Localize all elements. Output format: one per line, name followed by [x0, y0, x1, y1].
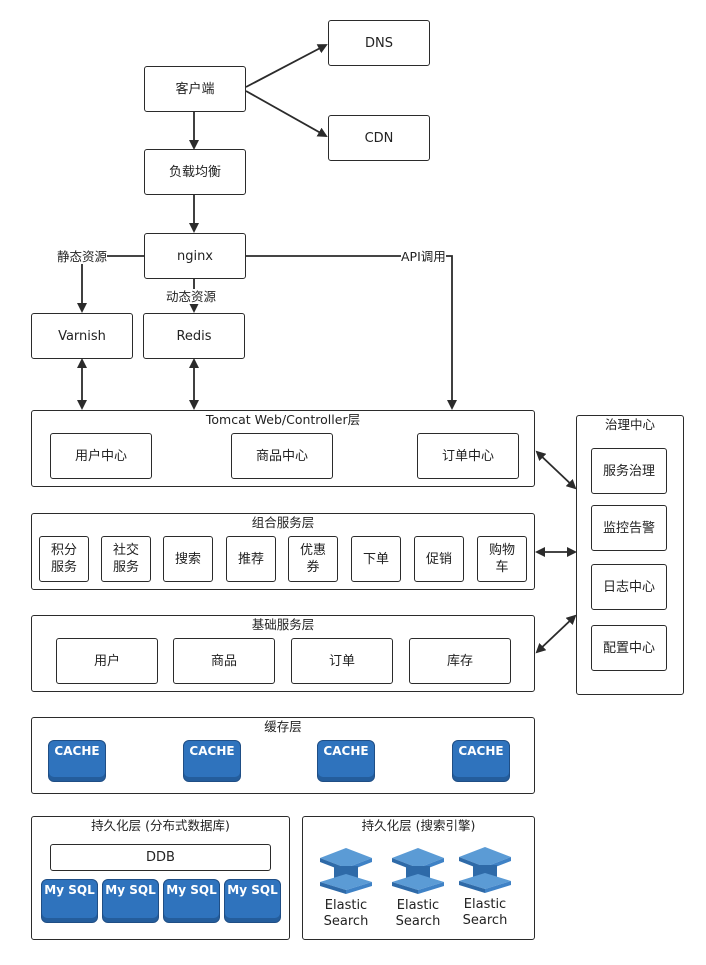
base-item-order: 订单 [291, 638, 393, 684]
cdn-node: CDN [328, 115, 430, 161]
edge-label-static: 静态资源 [57, 249, 108, 264]
combo-item: 搜索 [163, 536, 213, 582]
elasticsearch-stack-icon [392, 848, 444, 894]
governance-item-service: 服务治理 [591, 448, 667, 494]
edge-label-dynamic: 动态资源 [166, 289, 217, 304]
tomcat-item-order-center: 订单中心 [417, 433, 519, 479]
edge-client-dns [245, 44, 328, 88]
edge-nginx-varnish [77, 255, 144, 313]
combo-item: 购物 车 [477, 536, 527, 582]
base-item-product: 商品 [173, 638, 275, 684]
cache-layer-title: 缓存层 [264, 719, 302, 734]
elastic-search-node: Elastic Search [455, 847, 515, 929]
client-node: 客户端 [144, 66, 246, 112]
combo-item: 促销 [414, 536, 464, 582]
edge-tomcat-governance [535, 450, 577, 490]
elastic-search-label: Elastic Search [462, 897, 508, 928]
edge-client-cdn [245, 90, 328, 137]
elasticsearch-stack-icon [459, 847, 511, 893]
governance-center-title: 治理中心 [604, 417, 655, 432]
nginx-node: nginx [144, 233, 246, 279]
mysql-cylinder-icon: My SQL [41, 879, 98, 923]
edge-base-governance [535, 614, 577, 654]
elastic-search-node: Elastic Search [316, 848, 376, 930]
cache-cylinder-icon: CACHE [48, 740, 106, 782]
elastic-search-node: Elastic Search [388, 848, 448, 930]
combo-item: 优惠 券 [288, 536, 338, 582]
cache-cylinder-icon: CACHE [317, 740, 375, 782]
edge-nginx-tomcat [246, 255, 457, 410]
combo-service-layer-title: 组合服务层 [251, 515, 315, 530]
governance-item-config: 配置中心 [591, 625, 667, 671]
edge-label-api: API调用 [401, 249, 446, 264]
elastic-search-label: Elastic Search [323, 898, 369, 929]
elasticsearch-stack-icon [320, 848, 372, 894]
dns-node: DNS [328, 20, 430, 66]
redis-node: Redis [143, 313, 245, 359]
base-service-layer-title: 基础服务层 [251, 617, 315, 632]
tomcat-item-product-center: 商品中心 [231, 433, 333, 479]
mysql-cylinder-icon: My SQL [102, 879, 159, 923]
governance-item-log: 日志中心 [591, 564, 667, 610]
combo-item: 社交 服务 [101, 536, 151, 582]
base-item-user: 用户 [56, 638, 158, 684]
tomcat-item-user-center: 用户中心 [50, 433, 152, 479]
cache-cylinder-icon: CACHE [183, 740, 241, 782]
mysql-cylinder-icon: My SQL [224, 879, 281, 923]
ddb-node: DDB [50, 844, 271, 871]
persistence-db-title: 持久化层 (分布式数据库) [91, 818, 230, 833]
combo-item: 下单 [351, 536, 401, 582]
combo-item: 积分 服务 [39, 536, 89, 582]
base-item-inventory: 库存 [409, 638, 511, 684]
load-balancer-node: 负载均衡 [144, 149, 246, 195]
elastic-search-label: Elastic Search [395, 898, 441, 929]
governance-item-monitor: 监控告警 [591, 505, 667, 551]
mysql-cylinder-icon: My SQL [163, 879, 220, 923]
varnish-node: Varnish [31, 313, 133, 359]
combo-item: 推荐 [226, 536, 276, 582]
persistence-search-title: 持久化层 (搜索引擎) [361, 818, 476, 833]
cache-cylinder-icon: CACHE [452, 740, 510, 782]
tomcat-layer-title: Tomcat Web/Controller层 [205, 412, 361, 427]
cache-layer: 缓存层 [31, 717, 535, 794]
